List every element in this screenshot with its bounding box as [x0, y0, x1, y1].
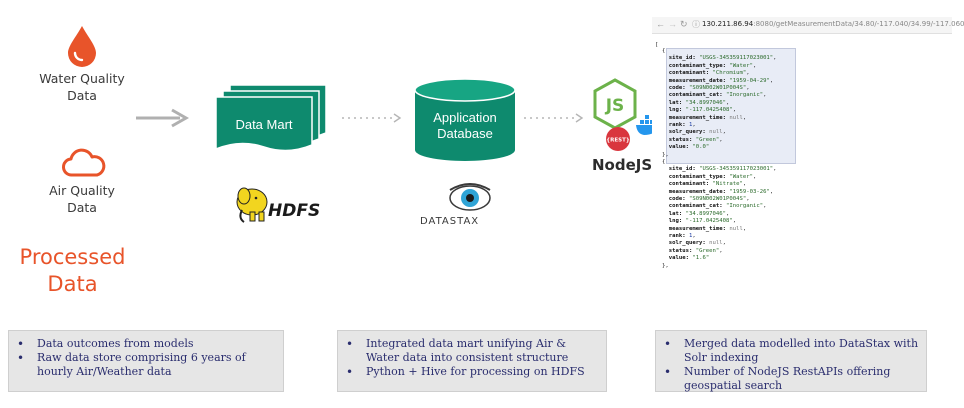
app-db-line1: Application	[433, 110, 497, 125]
json-record-1: { site_id: "USGS-345359117023001", conta…	[662, 48, 777, 158]
database-cylinder-icon	[414, 78, 516, 161]
water-quality-label: Water Quality Data	[17, 70, 147, 104]
processed-line2: Data	[47, 272, 98, 296]
rec2-lat: "34.8997046"	[685, 210, 727, 217]
processed-data-title: Processed Data	[10, 244, 135, 298]
water-label-line1: Water Quality	[39, 71, 125, 86]
datastax-logo-text: DATASTAX	[420, 216, 479, 227]
data-mart-label: Data Mart	[235, 117, 293, 132]
air-label-line2: Data	[67, 200, 97, 215]
note-box-sources: Data outcomes from models Raw data store…	[8, 330, 284, 392]
rec2-rank: 1	[688, 233, 693, 240]
note3-item2: Number of NodeJS RestAPIs offering geosp…	[664, 365, 920, 393]
reload-icon[interactable]: ↻	[680, 19, 688, 29]
browser-toolbar: ← → ↻ ⓘ 130.211.86.94:8080/getMeasuremen…	[652, 17, 964, 34]
rec1-cat: "Inorganic"	[726, 92, 764, 99]
rec1-value: "0.0"	[692, 144, 710, 151]
app-db-line2: Database	[437, 126, 493, 141]
rec2-lng: "-117.0425408"	[685, 218, 733, 225]
rec1-code: "S09N002W01P004S"	[688, 85, 747, 92]
rec1-lat: "34.8997046"	[685, 99, 727, 106]
rec2-status: "Green"	[695, 247, 720, 254]
note-box-pipeline: Integrated data mart unifying Air & Wate…	[337, 330, 607, 392]
rec2-code: "S09N002W01P004S"	[688, 196, 747, 203]
browser-window: ← → ↻ ⓘ 130.211.86.94:8080/getMeasuremen…	[652, 17, 964, 287]
nodejs-hexagon-icon: JS	[593, 78, 637, 130]
rec2-site-id: "USGS-345359117023001"	[699, 166, 774, 173]
json-record-2: { site_id: "USGS-345359117023001", conta…	[662, 159, 777, 269]
rec1-contaminant: "Chromium"	[712, 70, 747, 77]
note2-item2: Python + Hive for processing on HDFS	[346, 365, 600, 379]
rec2-time: null	[729, 225, 743, 232]
air-label-line1: Air Quality	[49, 183, 115, 198]
forward-arrow-icon[interactable]: →	[668, 19, 677, 29]
datastax-logo: DATASTAX	[420, 183, 491, 227]
nodejs-label: NodeJS	[592, 156, 653, 174]
rec1-date: "1959-04-29"	[729, 77, 770, 84]
rest-api-icon: {REST}	[606, 127, 630, 151]
json-record-highlight	[666, 48, 796, 164]
url-path: :8080/getMeasurementData/34.80/-117.040/…	[753, 20, 964, 28]
note-box-api: Merged data modelled into DataStax with …	[655, 330, 927, 392]
rest-text: {REST}	[606, 138, 630, 144]
rec1-site-id: "USGS-345359117023001"	[699, 55, 774, 62]
rec2-solr: null	[709, 240, 723, 247]
cloud-icon	[62, 148, 106, 177]
rec2-contaminant: "Nitrate"	[712, 181, 743, 188]
rec1-lng: "-117.0425408"	[685, 107, 733, 114]
nodejs-js-text: JS	[605, 96, 625, 116]
back-arrow-icon[interactable]: ←	[656, 19, 665, 29]
rec2-value: "1.6"	[692, 255, 710, 262]
rec1-rank: 1	[688, 122, 693, 129]
note3-item1: Merged data modelled into DataStax with …	[664, 337, 920, 365]
rec1-status: "Green"	[695, 136, 720, 143]
data-mart-stack-icon	[215, 84, 327, 152]
processed-line1: Processed	[19, 245, 126, 269]
flow-arrow-3	[524, 113, 584, 123]
flow-arrow-1	[136, 108, 190, 128]
rec1-type: "Water"	[729, 62, 753, 69]
note2-item1: Integrated data mart unifying Air & Wate…	[346, 337, 600, 365]
hdfs-logo-text: HDFS	[268, 201, 320, 221]
water-label-line2: Data	[67, 88, 97, 103]
water-drop-icon	[68, 26, 96, 67]
rec1-solr: null	[709, 129, 723, 136]
rec2-date: "1959-03-26"	[729, 188, 770, 195]
url-host: 130.211.86.94	[702, 20, 754, 28]
rec1-time: null	[729, 114, 743, 121]
note1-item2: Raw data store comprising 6 years of hou…	[17, 351, 277, 379]
hdfs-logo: HDFS	[236, 187, 320, 223]
address-bar[interactable]: 130.211.86.94:8080/getMeasurementData/34…	[702, 20, 964, 28]
rec2-type: "Water"	[729, 173, 753, 180]
air-quality-label: Air Quality Data	[17, 182, 147, 216]
rec2-cat: "Inorganic"	[726, 203, 764, 210]
flow-arrow-2	[342, 113, 402, 123]
app-database-label: Application Database	[414, 110, 516, 142]
page-info-icon[interactable]: ⓘ	[692, 20, 700, 29]
note1-item1: Data outcomes from models	[17, 337, 277, 351]
json-open-bracket: [	[655, 42, 659, 48]
